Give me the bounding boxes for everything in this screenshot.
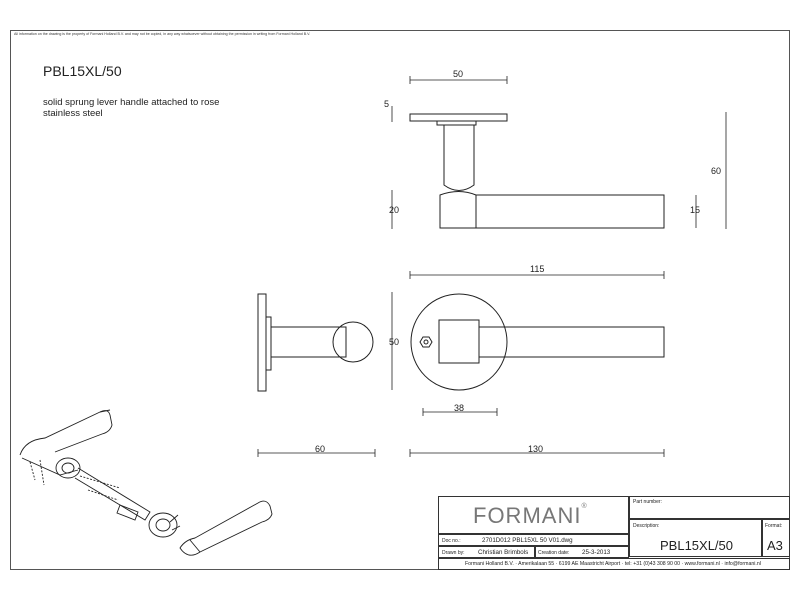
front-square-block bbox=[438, 319, 480, 364]
part-number-cell: Part number: bbox=[629, 496, 790, 519]
dim-neck-height: 20 bbox=[389, 205, 399, 215]
format-cell: Format: A3 bbox=[762, 519, 790, 557]
top-rose-collar bbox=[436, 120, 477, 126]
iso-fixing-bolts bbox=[79, 475, 121, 501]
front-rose bbox=[410, 293, 508, 391]
product-code-title: PBL15XL/50 bbox=[43, 63, 122, 79]
creation-date-value: 25-3-2013 bbox=[582, 549, 611, 556]
product-description: solid sprung lever handle attached to ro… bbox=[43, 97, 220, 119]
dim-lever-thickness: 15 bbox=[690, 205, 700, 215]
format-label: Format: bbox=[765, 523, 783, 529]
front-view bbox=[410, 293, 665, 391]
drawn-by-cell: Drawn by: Christian Brimbols bbox=[438, 546, 535, 558]
dim-lever-length: 115 bbox=[530, 264, 544, 274]
drawn-by-label: Drawn by: bbox=[442, 550, 465, 556]
dimension-labels: 50 5 60 20 15 115 50 38 60 130 bbox=[315, 69, 721, 454]
side-view bbox=[257, 293, 374, 392]
iso-lever-right bbox=[179, 500, 273, 556]
doc-number-cell: Doc no.: 2701D012 PBL15XL 50 V01.dwg bbox=[438, 534, 629, 546]
iso-square-spindle bbox=[116, 504, 139, 521]
dim-rose-thickness: 5 bbox=[384, 99, 389, 109]
footer-address: Formani Holland B.V. · Amerikalaan 55 · … bbox=[465, 561, 761, 567]
top-neck bbox=[443, 125, 475, 191]
dim-side-projection: 60 bbox=[315, 444, 325, 454]
drawn-by-value: Christian Brimbols bbox=[478, 549, 529, 556]
iso-spindle bbox=[74, 467, 151, 521]
title-block: FORMANI® Part number: Description: PBL15… bbox=[438, 496, 790, 570]
drawing-frame bbox=[10, 30, 790, 570]
top-view bbox=[409, 113, 665, 229]
description-cell: Description: PBL15XL/50 bbox=[629, 519, 762, 557]
doc-number-value: 2701D012 PBL15XL 50 V01.dwg bbox=[482, 537, 573, 544]
top-dimension-lines bbox=[391, 76, 727, 279]
description-line-1: solid sprung lever handle attached to ro… bbox=[43, 97, 220, 108]
front-lever-bar bbox=[478, 326, 665, 358]
dim-front-overall: 130 bbox=[528, 444, 543, 454]
side-shank bbox=[270, 326, 347, 358]
creation-date-label: Creation date: bbox=[538, 550, 570, 556]
top-rose-plate bbox=[409, 113, 508, 122]
brand-cell: FORMANI® bbox=[438, 496, 629, 534]
dim-square-width: 38 bbox=[454, 403, 464, 413]
isometric-assembly bbox=[19, 409, 273, 556]
part-number-label: Part number: bbox=[633, 499, 662, 505]
iso-rose-left bbox=[55, 457, 81, 479]
footer-address-cell: Formani Holland B.V. · Amerikalaan 55 · … bbox=[438, 558, 790, 570]
iso-rose-right bbox=[148, 512, 178, 538]
dim-overall-height: 60 bbox=[711, 166, 721, 176]
brand-registered-mark: ® bbox=[581, 503, 587, 510]
side-rose-collar bbox=[265, 316, 272, 371]
top-lever-block bbox=[439, 191, 477, 229]
top-lever-bar bbox=[475, 194, 665, 229]
dim-rose-diameter-top: 50 bbox=[453, 69, 463, 79]
description-line-2: stainless steel bbox=[43, 107, 103, 119]
description-value: PBL15XL/50 bbox=[660, 538, 734, 553]
side-rose-plate bbox=[257, 293, 267, 392]
lower-dimension-lines bbox=[257, 292, 665, 457]
creation-date-cell: Creation date: 25-3-2013 bbox=[535, 546, 629, 558]
description-label: Description: bbox=[633, 523, 660, 529]
doc-number-label: Doc no.: bbox=[442, 538, 461, 544]
side-lever-end bbox=[332, 321, 374, 363]
copyright-notice: All information on the drawing is the pr… bbox=[14, 32, 311, 36]
iso-screws-left bbox=[29, 459, 45, 486]
format-value: A3 bbox=[767, 538, 783, 553]
brand-logo: FORMANI bbox=[473, 503, 582, 528]
iso-lever-left bbox=[19, 410, 113, 456]
hex-screw-icon bbox=[419, 336, 433, 348]
dim-rose-diameter-front: 50 bbox=[389, 337, 399, 347]
